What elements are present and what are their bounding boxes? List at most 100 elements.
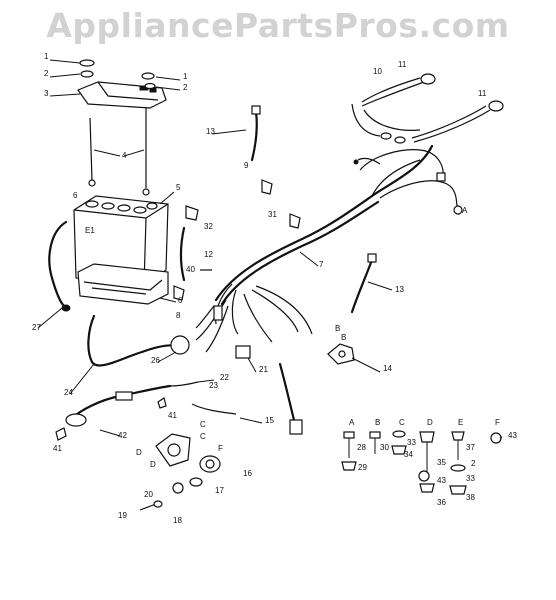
callout-c8: 8 [176, 311, 181, 320]
battery-tray [77, 263, 169, 305]
battery-hold-down-bracket [77, 81, 167, 109]
callout-c3: 3 [44, 89, 49, 98]
callout-c6a: 6 [73, 191, 78, 200]
callout-c2a: 2 [44, 69, 49, 78]
clip-41-left [55, 427, 67, 441]
callout-c32: 32 [204, 222, 213, 231]
callout-c1a: 1 [44, 52, 49, 61]
callout-labels: 1231245667891011111213131415161718192021… [32, 52, 517, 525]
callout-c10: 10 [373, 67, 382, 76]
callout-c9: 9 [244, 161, 249, 170]
hardware-washer-43 [418, 470, 430, 482]
callout-c18: 18 [173, 516, 182, 525]
callout-c11b: 11 [478, 89, 487, 98]
key-ring-18 [172, 482, 184, 494]
callout-c26: 26 [151, 356, 160, 365]
leader-lines [37, 59, 503, 439]
callout-c13a: 13 [206, 127, 215, 136]
hardware-bolt-c [391, 430, 407, 455]
callout-c35: 35 [437, 458, 446, 467]
callout-c33a: 33 [407, 438, 416, 447]
callout-c27: 27 [32, 323, 41, 332]
letter-lD1: D [136, 448, 142, 457]
connector-9 [261, 179, 273, 195]
callout-c31: 31 [268, 210, 277, 219]
letter-lC3: C [399, 418, 405, 427]
callout-c14: 14 [383, 364, 392, 373]
battery-j-bolts [88, 108, 150, 196]
negative-battery-cable [48, 220, 71, 312]
battery [73, 195, 169, 287]
callout-c17: 17 [215, 486, 224, 495]
callout-c30: 30 [380, 443, 389, 452]
sleeve-13-upper [250, 105, 261, 162]
callout-c15: 15 [265, 416, 274, 425]
connector-31 [289, 213, 301, 229]
main-wire-harness [195, 144, 459, 353]
callout-c38: 38 [466, 493, 475, 502]
callout-c28: 28 [357, 443, 366, 452]
letter-lF1: F [218, 444, 223, 453]
callout-c12: 12 [204, 250, 213, 259]
ignition-switch-16 [199, 455, 221, 473]
fuse-cable-42 [65, 381, 199, 427]
callout-c13b: 13 [395, 285, 404, 294]
callout-c41b: 41 [53, 444, 62, 453]
letter-lC1: C [200, 420, 206, 429]
callout-c43b: 43 [437, 476, 446, 485]
letter-lE1: E1 [85, 226, 95, 235]
callout-c5: 5 [176, 183, 181, 192]
letter-lB1: B [335, 324, 340, 333]
callout-c7: 7 [319, 260, 324, 269]
callout-c40: 40 [186, 265, 195, 274]
key-19 [139, 500, 163, 511]
callout-c22: 22 [220, 373, 229, 382]
clip-41-center [157, 397, 167, 409]
callout-c2b: 2 [183, 83, 188, 92]
solenoid-20 [155, 433, 191, 467]
ignition-nut-17 [189, 477, 203, 487]
letter-lA2: A [349, 418, 355, 427]
callout-c21: 21 [259, 365, 268, 374]
letter-lA1: A [462, 206, 468, 215]
callout-c36: 36 [437, 498, 446, 507]
watermark-text: AppliancePartsPros.com [46, 6, 510, 45]
callout-c34: 34 [404, 450, 413, 459]
headlight-harness [351, 73, 504, 215]
callout-c29: 29 [358, 463, 367, 472]
callout-c19: 19 [118, 511, 127, 520]
callout-c1b: 1 [183, 72, 188, 81]
hardware-bolt-e [449, 431, 467, 495]
callout-c4: 4 [122, 151, 127, 160]
sleeve-13-lower [350, 253, 377, 314]
letter-lB2: B [341, 333, 346, 342]
positive-battery-cable [87, 314, 190, 367]
switch-14 [327, 343, 355, 365]
hardware-bolt-b [369, 431, 381, 454]
callout-c16: 16 [243, 469, 252, 478]
callout-c6b: 6 [178, 296, 183, 305]
hardware-bolt-a [341, 431, 357, 471]
callout-c33b: 33 [466, 474, 475, 483]
hardware-washer-f [490, 432, 502, 444]
callout-c43a: 43 [508, 431, 517, 440]
callout-c2c: 2 [471, 459, 476, 468]
connector-32 [185, 205, 199, 221]
letter-lB3: B [375, 418, 380, 427]
letter-lF2: F [495, 418, 500, 427]
sleeve-12 [179, 226, 186, 282]
letter-lD3: D [427, 418, 433, 427]
hex-nuts-top-left [79, 59, 156, 90]
letter-lE2: E [458, 418, 463, 427]
callout-c41a: 41 [168, 411, 177, 420]
callout-c23: 23 [209, 381, 218, 390]
callout-c42: 42 [118, 431, 127, 440]
callout-c20: 20 [144, 490, 153, 499]
letter-lC2: C [200, 432, 206, 441]
relay-21 [235, 345, 251, 359]
callout-c11a: 11 [398, 60, 407, 69]
callout-c24: 24 [64, 388, 73, 397]
lower-harness [191, 362, 303, 435]
